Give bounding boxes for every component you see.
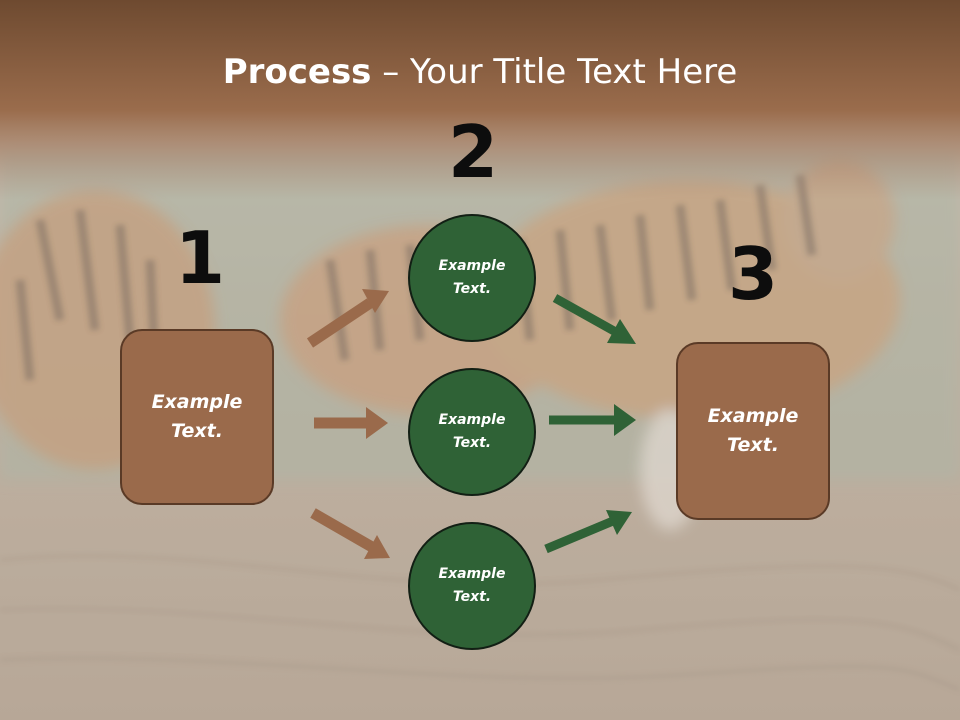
circle-bottom: Example Text. xyxy=(408,522,536,650)
arrow-left-to-middle xyxy=(314,407,388,439)
arrow-left-to-bottom xyxy=(310,508,390,559)
left-box-label: Example Text. xyxy=(151,391,243,442)
arrow-bottom-to-right xyxy=(544,510,632,554)
circle-top-label: Example Text. xyxy=(438,258,506,297)
left-box: Example Text. xyxy=(120,329,274,505)
title-rest: – Your Title Text Here xyxy=(371,52,738,92)
step-number-1: 1 xyxy=(174,216,226,300)
circle-bottom-label: Example Text. xyxy=(438,566,506,605)
arrow-middle-to-right xyxy=(549,404,636,436)
right-box: Example Text. xyxy=(676,342,830,520)
circle-middle: Example Text. xyxy=(408,368,536,496)
step-number-3: 3 xyxy=(727,232,779,316)
step-number-2: 2 xyxy=(447,110,499,194)
title-bold: Process xyxy=(222,52,372,92)
circle-top: Example Text. xyxy=(408,214,536,342)
slide-title: Process – Your Title Text Here xyxy=(0,52,960,92)
circle-middle-label: Example Text. xyxy=(438,412,506,451)
arrow-left-to-top xyxy=(306,289,389,348)
arrow-top-to-right xyxy=(552,294,636,344)
right-box-label: Example Text. xyxy=(707,405,799,456)
